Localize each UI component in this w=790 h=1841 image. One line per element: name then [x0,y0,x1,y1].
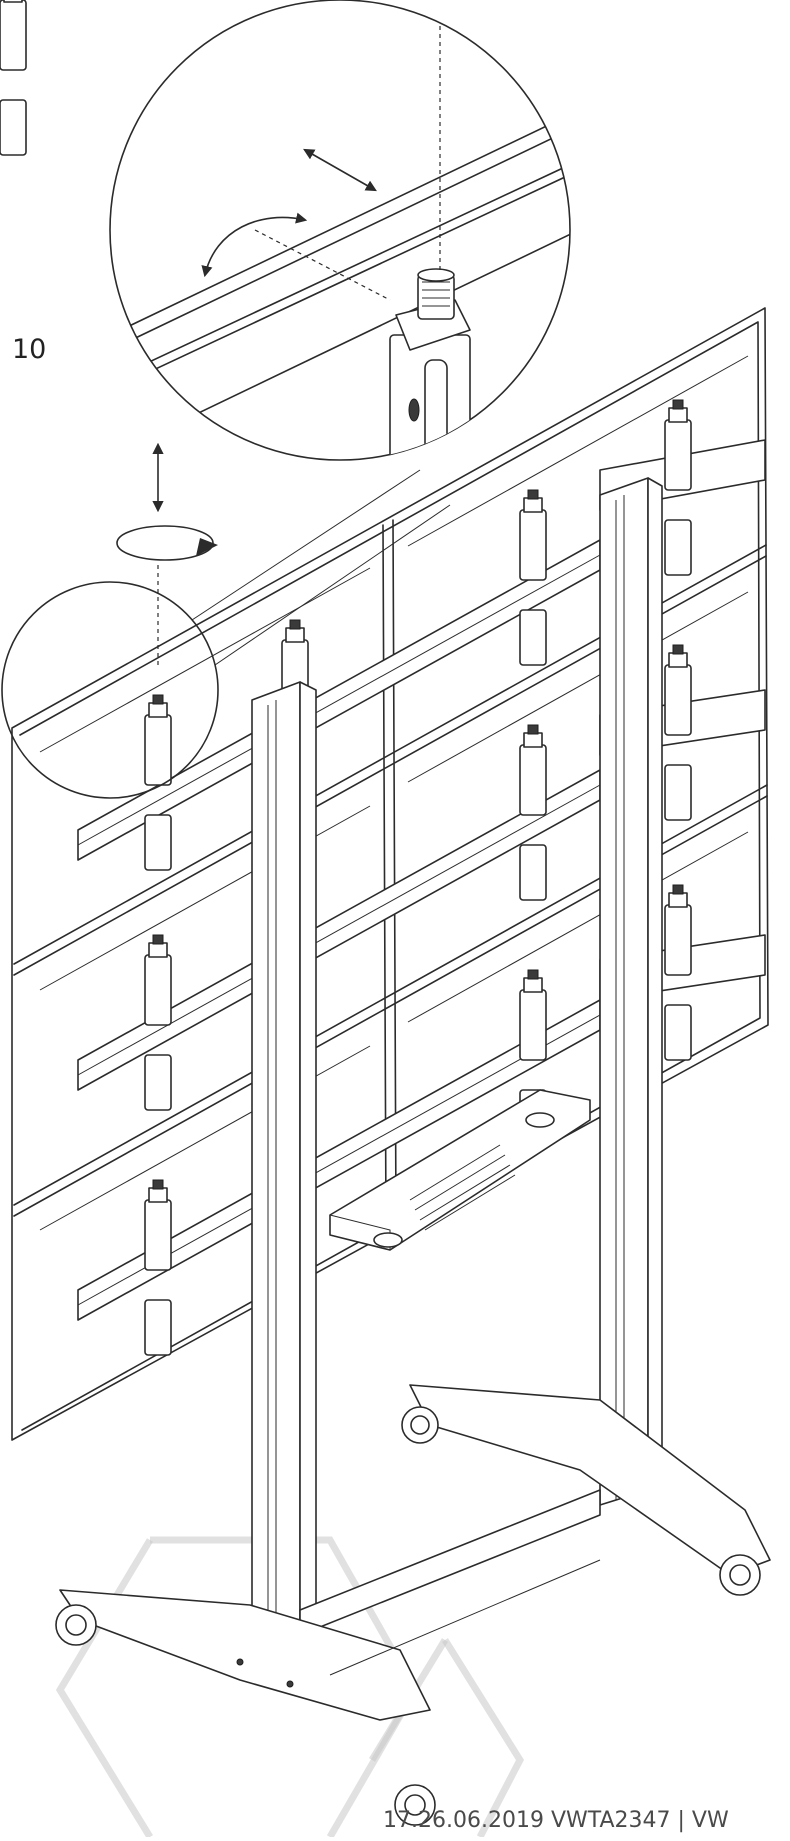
detail-callout-large [80,0,600,485]
curved-arrow-icon [201,212,308,278]
rotate-arrow-icon [117,526,218,560]
wheel-back-right [720,1555,760,1595]
step-number: 10 [12,334,47,365]
watermark-logo [60,1540,520,1837]
detail-callout-small [2,470,450,798]
wheel-front-left [56,1605,96,1645]
castor-wheels [56,1407,760,1825]
footer-document-code: 17.26.06.2019 VWTA2347 | VW [383,1808,729,1833]
wheel-front-right [395,1785,435,1825]
stand-base [60,1385,770,1720]
av-shelf [330,1090,590,1250]
video-wall-screens [12,308,768,1440]
stand-columns [252,478,662,1655]
screen-clamps [0,0,692,1356]
wheel-back-left [402,1407,438,1443]
double-arrow-icon [303,148,377,192]
